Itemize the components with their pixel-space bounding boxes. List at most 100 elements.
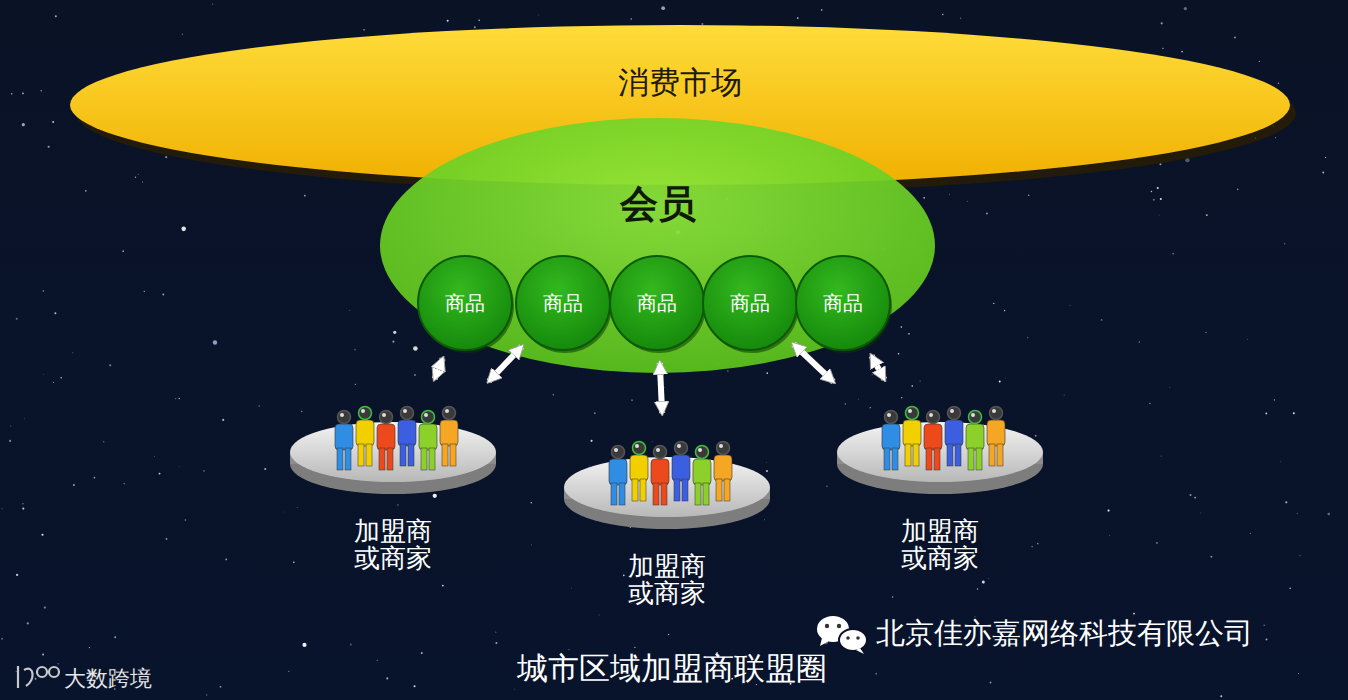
star <box>1250 533 1251 534</box>
star <box>1205 332 1206 333</box>
star <box>1028 194 1030 196</box>
star <box>977 588 978 589</box>
star <box>1 638 3 640</box>
star <box>24 418 26 420</box>
star <box>52 121 54 123</box>
star <box>296 506 298 508</box>
star <box>570 587 572 589</box>
caption: 城市区域加盟商联盟圈 <box>517 648 827 690</box>
star <box>1325 157 1326 158</box>
star <box>1161 22 1163 24</box>
star <box>1194 497 1196 499</box>
star <box>923 197 925 199</box>
star <box>73 484 75 486</box>
star <box>821 9 823 11</box>
star <box>531 544 532 545</box>
star <box>857 398 859 400</box>
goods-label: 商品 <box>823 290 863 317</box>
star <box>630 18 632 20</box>
star <box>48 146 50 148</box>
star <box>414 374 416 376</box>
star <box>661 6 665 10</box>
star <box>797 17 799 19</box>
star <box>1153 199 1155 201</box>
star <box>967 201 968 202</box>
star <box>1149 403 1150 404</box>
star <box>1162 48 1163 49</box>
star <box>103 441 104 442</box>
star <box>988 577 990 579</box>
star <box>1280 461 1282 463</box>
star <box>495 632 497 634</box>
star <box>1284 243 1285 244</box>
star <box>766 372 768 374</box>
star <box>1004 310 1006 312</box>
star <box>11 93 13 95</box>
star <box>590 440 592 442</box>
star <box>22 123 25 126</box>
member-ellipse: 会员商品商品商品商品商品 <box>380 118 935 373</box>
star <box>1161 456 1162 457</box>
goods-circle: 商品 <box>515 255 611 351</box>
star <box>1139 341 1140 342</box>
star <box>908 333 910 335</box>
star <box>898 353 899 354</box>
star <box>631 399 633 401</box>
star <box>531 502 532 503</box>
star <box>413 346 418 351</box>
star <box>892 596 893 597</box>
franchisee-platform: 加盟商 或商家 <box>288 390 498 575</box>
star <box>942 14 944 16</box>
star <box>349 309 351 311</box>
star <box>1298 673 1300 675</box>
star <box>1274 399 1275 400</box>
star <box>727 370 729 372</box>
star <box>220 686 222 688</box>
star <box>22 508 24 510</box>
star <box>60 377 62 379</box>
star <box>478 20 480 22</box>
star <box>1220 695 1222 697</box>
star <box>845 403 846 404</box>
star <box>288 671 289 672</box>
star <box>553 394 554 395</box>
company-watermark: 北京佳亦嘉网络科技有限公司 <box>876 614 1253 654</box>
star <box>1259 61 1260 62</box>
star <box>41 534 43 536</box>
star <box>1285 501 1287 503</box>
star <box>386 677 388 679</box>
star <box>154 455 156 457</box>
star <box>1037 543 1038 544</box>
star <box>598 614 599 615</box>
star <box>623 574 625 576</box>
franchisee-label: 加盟商 或商家 <box>624 553 710 608</box>
star <box>993 303 994 304</box>
star <box>144 291 145 292</box>
star <box>159 473 161 475</box>
star <box>421 652 423 654</box>
star <box>54 312 56 314</box>
star <box>1160 198 1162 200</box>
star <box>109 364 111 366</box>
star <box>433 494 437 498</box>
star <box>668 634 669 635</box>
star <box>53 382 54 383</box>
star <box>222 419 224 421</box>
star <box>181 227 186 232</box>
people-group <box>609 442 732 506</box>
people-group <box>882 407 1005 471</box>
star <box>1246 338 1248 340</box>
star <box>22 92 24 94</box>
star <box>354 349 355 350</box>
star <box>162 294 164 296</box>
star <box>701 23 703 25</box>
star <box>960 18 961 19</box>
star <box>35 678 37 680</box>
star <box>1107 510 1109 512</box>
star <box>16 318 18 320</box>
star <box>259 405 260 406</box>
star <box>363 29 364 30</box>
goods-circle: 商品 <box>417 255 513 351</box>
star <box>122 250 124 252</box>
star <box>982 581 985 584</box>
